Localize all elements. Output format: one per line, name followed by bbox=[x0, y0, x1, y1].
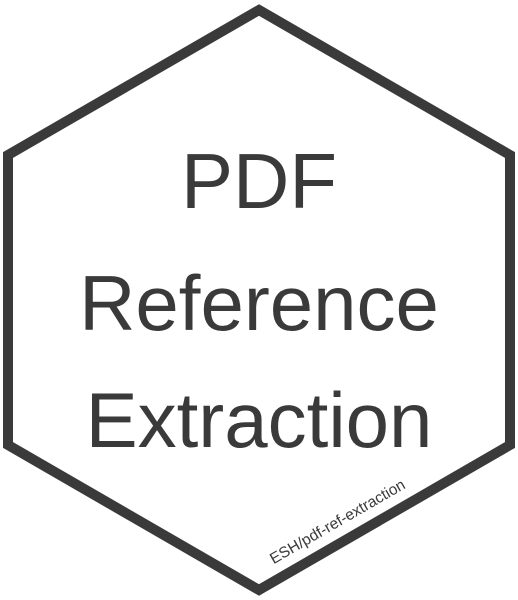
title-line-1: PDF bbox=[181, 137, 337, 225]
title-line-3: Extraction bbox=[86, 376, 433, 464]
hexagon-border bbox=[3, 4, 515, 596]
title-line-2: Reference bbox=[79, 259, 439, 347]
